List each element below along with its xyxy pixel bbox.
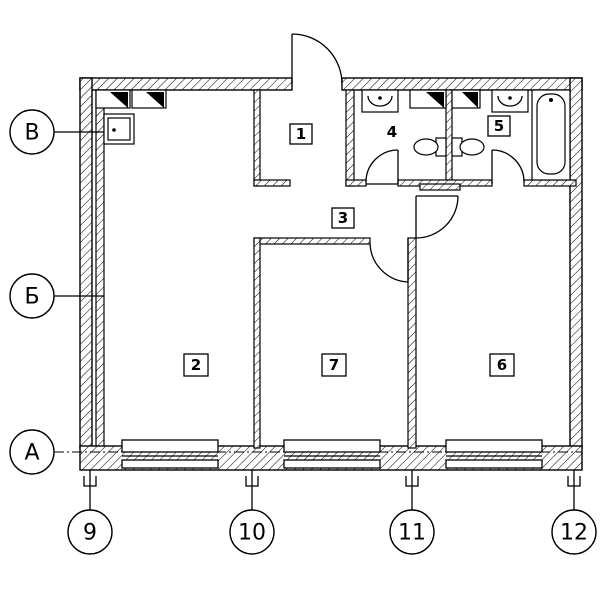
axis-row-b: Б xyxy=(9,273,104,319)
vent-block-bath-right xyxy=(451,89,481,109)
wall-room7-left xyxy=(253,237,261,449)
interior-walls xyxy=(253,89,577,449)
door-room-6 xyxy=(415,195,459,239)
vent-block-right xyxy=(131,89,167,109)
axis-col-11: 11 xyxy=(389,470,435,555)
room-labels: 1 4 5 3 2 7 6 xyxy=(183,115,515,377)
wall-top-left xyxy=(79,77,293,91)
room-label-4: 4 xyxy=(387,123,397,141)
wall-closet-left xyxy=(253,89,261,187)
svg-text:Б: Б xyxy=(24,285,39,310)
wall-left xyxy=(79,77,93,449)
wall-bath-left xyxy=(345,89,355,187)
axis-col-9: 9 xyxy=(67,470,113,555)
wall-left-inner xyxy=(95,89,105,449)
axis-row-v: В xyxy=(9,109,104,155)
svg-text:9: 9 xyxy=(83,521,97,546)
toilet-room-5 xyxy=(451,137,485,157)
fixtures xyxy=(95,89,571,181)
wall-room7-right xyxy=(407,237,417,449)
wall-bath-bottom-left xyxy=(345,179,367,187)
vent-block-bath-left xyxy=(409,89,447,109)
windows xyxy=(121,439,543,469)
axis-col-10: 10 xyxy=(229,470,275,555)
row-axes: В Б А xyxy=(9,109,582,475)
vent-block-left xyxy=(95,89,131,109)
window-room-6 xyxy=(445,439,543,469)
svg-text:В: В xyxy=(24,121,39,146)
svg-text:6: 6 xyxy=(497,356,507,374)
wall-closet-bottom xyxy=(253,179,291,187)
svg-text:А: А xyxy=(24,441,39,466)
svg-text:2: 2 xyxy=(191,356,201,374)
doors xyxy=(291,33,525,283)
axis-row-a: А xyxy=(9,429,582,475)
door-room-5 xyxy=(491,149,525,184)
svg-text:4: 4 xyxy=(387,123,397,141)
wall-bath-divider xyxy=(445,89,453,187)
room-label-5: 5 xyxy=(487,115,511,137)
entrance-door xyxy=(291,33,343,85)
washbasin-room-4 xyxy=(361,89,399,113)
room-label-3: 3 xyxy=(331,207,355,229)
toilet-room-4 xyxy=(413,137,447,157)
wall-stub xyxy=(419,183,461,191)
exterior-walls xyxy=(79,77,583,471)
column-axes: 9 10 11 12 xyxy=(67,470,597,555)
svg-text:7: 7 xyxy=(329,356,339,374)
room-label-7: 7 xyxy=(321,353,347,377)
door-room-4 xyxy=(365,149,399,185)
room-label-1: 1 xyxy=(289,123,313,145)
svg-text:1: 1 xyxy=(296,125,306,143)
room-label-6: 6 xyxy=(489,353,515,377)
wall-right xyxy=(569,77,583,449)
wall-top-right xyxy=(341,77,583,91)
svg-text:10: 10 xyxy=(238,521,266,546)
room-label-2: 2 xyxy=(183,353,209,377)
wall-bath-bottom-right xyxy=(523,179,577,187)
kitchen-sink xyxy=(103,113,135,145)
bathtub xyxy=(531,89,571,181)
svg-text:11: 11 xyxy=(398,521,426,546)
wall-room7-top xyxy=(253,237,371,245)
svg-text:3: 3 xyxy=(338,209,348,227)
svg-text:12: 12 xyxy=(560,521,588,546)
door-room-7 xyxy=(369,238,409,283)
washbasin-room-5 xyxy=(491,89,529,113)
svg-text:5: 5 xyxy=(494,117,504,135)
axis-col-12: 12 xyxy=(551,470,597,555)
window-room-2 xyxy=(121,439,219,469)
